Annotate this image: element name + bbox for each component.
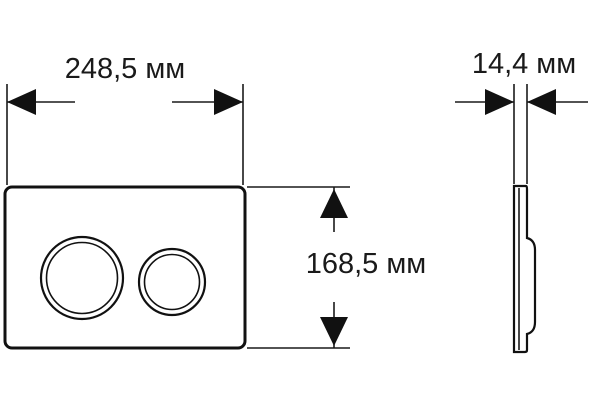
width-arrow-right [214, 89, 243, 115]
side-view [512, 184, 537, 354]
depth-arrow-right [527, 89, 556, 115]
side-profile-outline [512, 184, 537, 354]
width-label: 248,5 мм [65, 53, 186, 85]
depth-arrow-left [485, 89, 514, 115]
small-button-inner-ring [143, 253, 201, 311]
height-label: 168,5 мм [306, 248, 427, 280]
front-view [3, 185, 247, 350]
large-button-inner-ring [45, 241, 119, 315]
width-arrow-left [7, 89, 36, 115]
depth-label: 14,4 мм [472, 48, 576, 80]
large-flush-button [39, 235, 125, 321]
depth-dimension: 14,4 мм [455, 48, 588, 184]
height-arrow-bottom [320, 317, 348, 346]
plate-outline [3, 185, 247, 350]
small-flush-button [137, 247, 207, 317]
height-arrow-top [320, 189, 348, 218]
height-dimension: 168,5 мм [247, 186, 427, 349]
width-dimension: 248,5 мм [6, 53, 244, 185]
